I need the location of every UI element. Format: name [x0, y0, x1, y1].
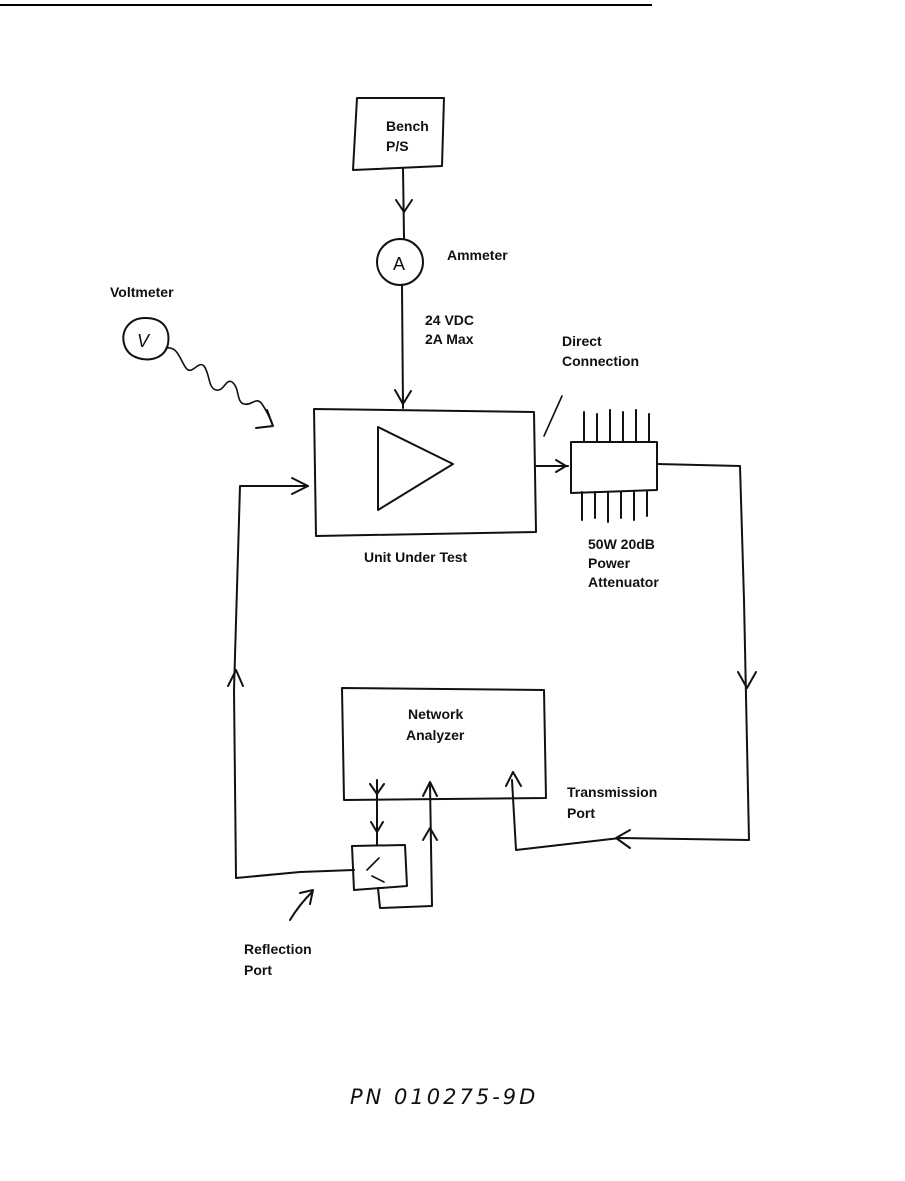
network-analyzer-box	[342, 688, 546, 800]
ps-to-ammeter-wire	[403, 168, 404, 238]
bench-ps-box	[353, 98, 444, 170]
network-analyzer-label-1: Network	[408, 706, 463, 722]
attenuator-label-3: Attenuator	[588, 574, 659, 590]
transmission-down-arrow	[738, 672, 756, 688]
reflection-to-uut-wire	[234, 486, 354, 878]
transmission-port-label-2: Port	[567, 805, 595, 821]
ammeter-symbol: A	[393, 254, 405, 274]
reflection-port-label-1: Reflection	[244, 941, 312, 957]
reflection-pointer	[290, 892, 312, 920]
direct-connection-label-2: Connection	[562, 353, 639, 369]
reflection-up-arrow	[228, 670, 243, 686]
network-analyzer-label-2: Analyzer	[406, 727, 465, 743]
bench-ps-label-2: P/S	[386, 138, 409, 154]
voltmeter-probe-wire	[166, 348, 272, 424]
bridge-coupler-icon	[367, 858, 384, 882]
uut-box	[314, 409, 536, 536]
transmission-up-arrow	[506, 772, 521, 786]
part-number: PN 010275-9D	[350, 1085, 538, 1109]
voltmeter-symbol: V	[137, 331, 151, 351]
attenuator-box	[571, 442, 657, 493]
direct-connection-label-1: Direct	[562, 333, 602, 349]
attenuator-label-2: Power	[588, 555, 631, 571]
attenuator-label-1: 50W 20dB	[588, 536, 655, 552]
voltmeter-probe-arrow	[256, 410, 273, 428]
reflection-port-label-2: Port	[244, 962, 272, 978]
ammeter-label: Ammeter	[447, 247, 508, 263]
amplifier-icon	[378, 427, 453, 510]
uut-label: Unit Under Test	[364, 549, 468, 565]
transmission-port-label-1: Transmission	[567, 784, 657, 800]
bench-ps-label-1: Bench	[386, 118, 429, 134]
attenuator-fins-bottom	[582, 492, 647, 522]
reflection-bridge-box	[352, 845, 407, 890]
supply-label-1: 24 VDC	[425, 312, 474, 328]
voltmeter-label: Voltmeter	[110, 284, 174, 300]
supply-label-2: 2A Max	[425, 331, 474, 347]
direct-connection-pointer	[544, 396, 562, 436]
attenuator-fins-top	[584, 410, 649, 442]
ammeter-to-uut-wire	[402, 286, 403, 408]
